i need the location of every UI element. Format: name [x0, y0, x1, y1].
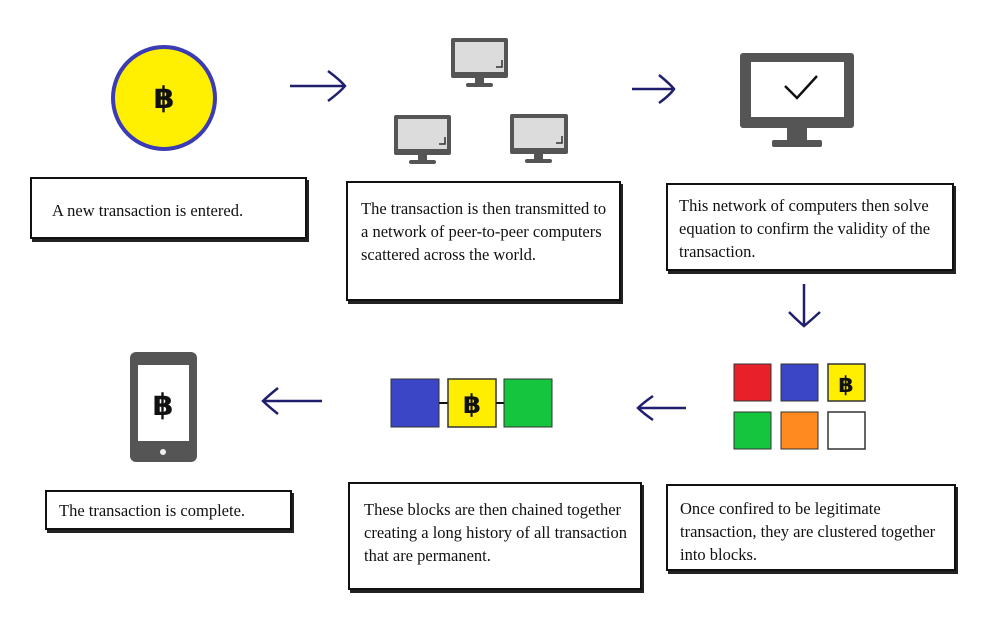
- step-3-text: This network of computers then solve equ…: [679, 196, 931, 261]
- bitcoin-symbol: ฿: [463, 390, 481, 420]
- bitcoin-symbol: ฿: [153, 388, 174, 423]
- arrow-down: [788, 284, 821, 328]
- step-4-text: Once confired to be legitimate transacti…: [680, 499, 936, 564]
- monitor-checkmark-icon: [740, 53, 854, 147]
- bitcoin-symbol: ฿: [154, 81, 175, 116]
- arrow-left-2: [261, 387, 322, 415]
- arrow-left-1: [636, 394, 686, 422]
- step-2-text: The transaction is then transmitted to a…: [361, 199, 607, 264]
- step-4-box: Once confired to be legitimate transacti…: [666, 484, 956, 571]
- step-2-box: The transaction is then transmitted to a…: [346, 181, 621, 301]
- smartphone-bitcoin-icon: ฿: [130, 352, 197, 462]
- block-chain-icon: ฿: [390, 378, 553, 428]
- step-6-box: The transaction is complete.: [45, 490, 292, 530]
- step-1-text: A new transaction is entered.: [52, 201, 244, 220]
- block-grid-icon: ฿: [733, 363, 866, 450]
- step-6-text: The transaction is complete.: [59, 501, 246, 520]
- computer-network-icon: [394, 38, 568, 164]
- step-1-box: A new transaction is entered.: [30, 177, 307, 239]
- step-3-box: This network of computers then solve equ…: [666, 183, 954, 271]
- arrow-right-1: [290, 70, 347, 102]
- bitcoin-coin-icon: ฿: [111, 45, 217, 151]
- arrow-right-2: [632, 74, 676, 105]
- step-5-box: These blocks are then chained together c…: [348, 482, 642, 590]
- step-5-text: These blocks are then chained together c…: [364, 500, 628, 565]
- bitcoin-symbol: ฿: [838, 373, 853, 398]
